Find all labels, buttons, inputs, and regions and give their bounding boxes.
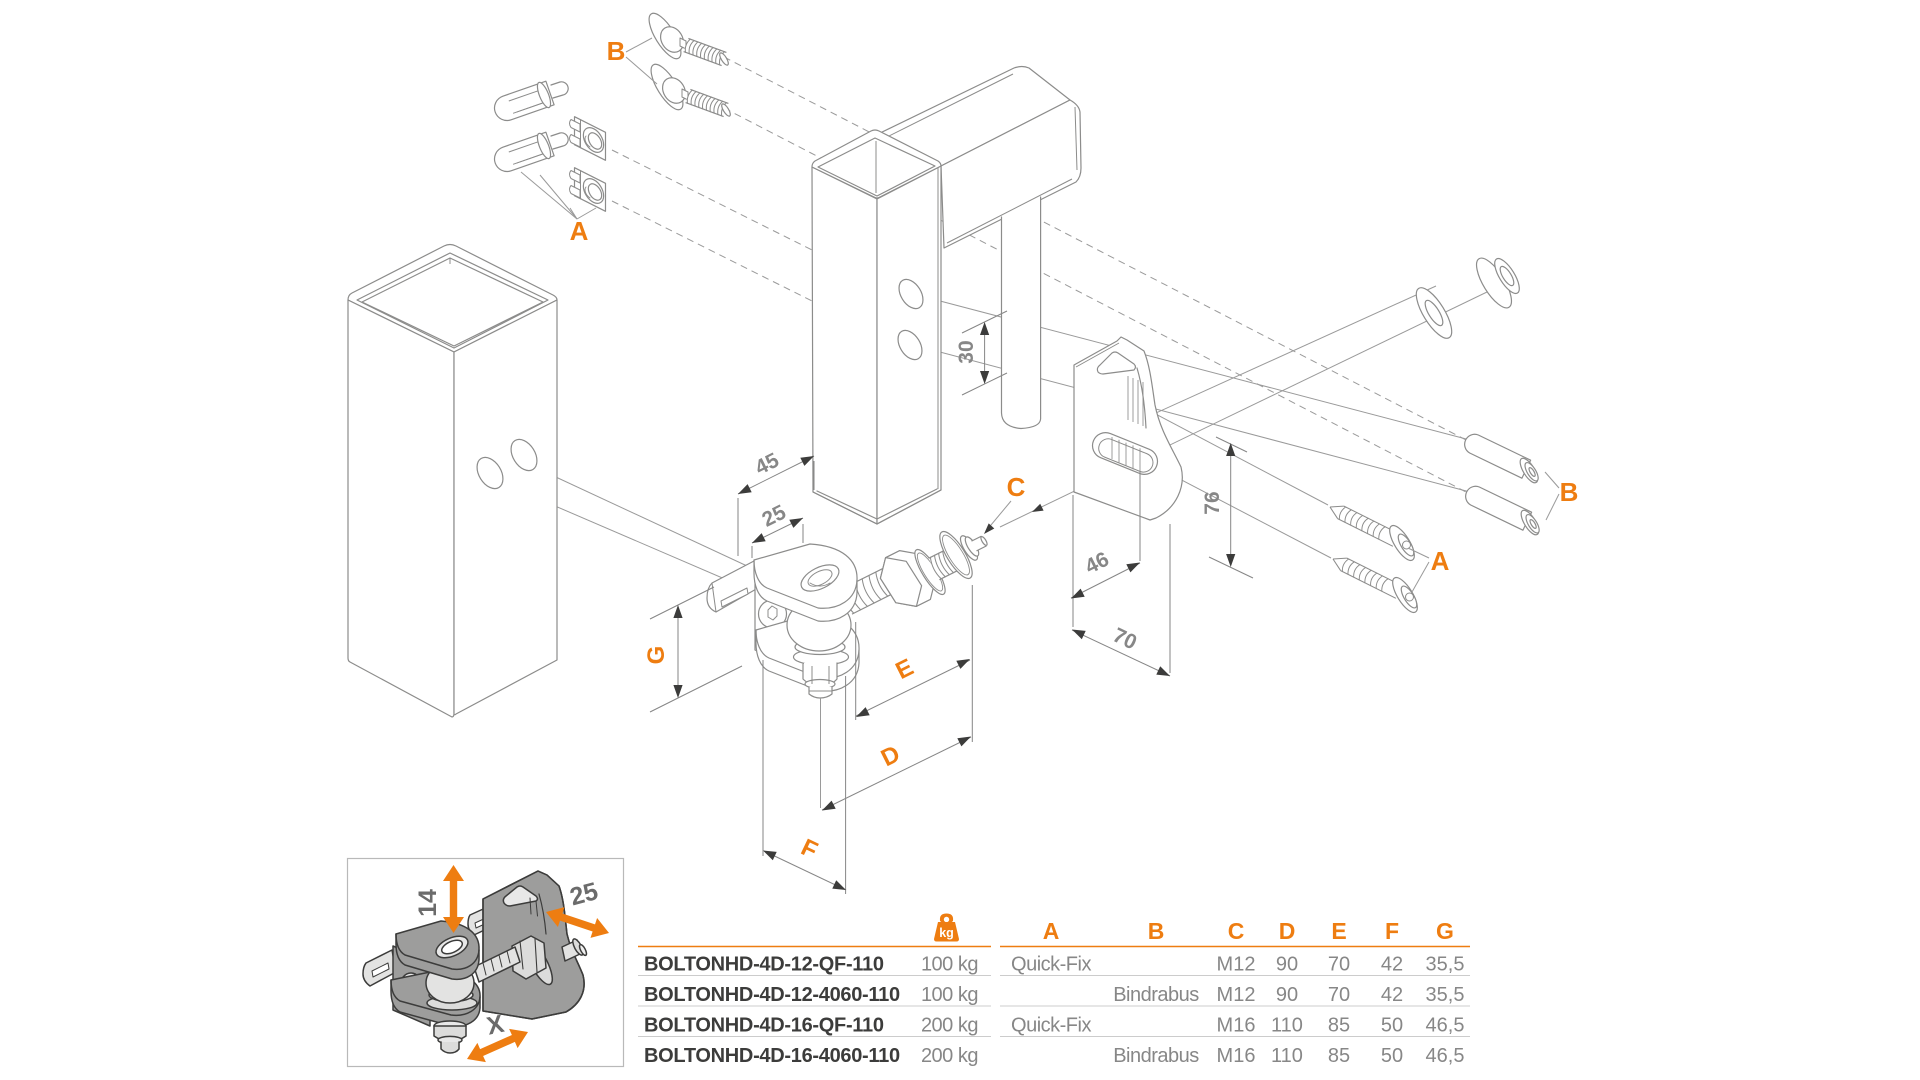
svg-text:A: A — [570, 216, 589, 246]
svg-text:A: A — [1431, 546, 1450, 576]
svg-text:35,5: 35,5 — [1426, 984, 1465, 1006]
svg-text:14: 14 — [414, 889, 442, 917]
svg-text:C: C — [1228, 918, 1245, 944]
svg-text:46,5: 46,5 — [1426, 1045, 1465, 1067]
svg-text:100 kg: 100 kg — [921, 984, 978, 1006]
svg-text:50: 50 — [1381, 1045, 1403, 1067]
svg-text:30: 30 — [955, 340, 978, 363]
svg-text:85: 85 — [1328, 1045, 1350, 1067]
svg-text:90: 90 — [1276, 984, 1298, 1006]
svg-text:X: X — [484, 1010, 506, 1041]
svg-text:B: B — [1148, 918, 1165, 944]
svg-text:70: 70 — [1328, 984, 1350, 1006]
svg-text:BOLTONHD-4D-12-4060-110: BOLTONHD-4D-12-4060-110 — [644, 984, 900, 1006]
svg-text:46,5: 46,5 — [1426, 1015, 1465, 1037]
svg-text:kg: kg — [939, 926, 954, 940]
svg-text:M16: M16 — [1217, 1015, 1256, 1037]
svg-text:E: E — [1331, 918, 1346, 944]
svg-text:Quick-Fix: Quick-Fix — [1011, 954, 1091, 976]
svg-text:BOLTONHD-4D-12-QF-110: BOLTONHD-4D-12-QF-110 — [644, 954, 884, 976]
svg-text:G: G — [643, 646, 670, 665]
svg-text:110: 110 — [1271, 1045, 1303, 1067]
svg-text:Quick-Fix: Quick-Fix — [1011, 1015, 1091, 1037]
svg-text:200 kg: 200 kg — [921, 1045, 978, 1067]
svg-text:35,5: 35,5 — [1426, 954, 1465, 976]
svg-text:BOLTONHD-4D-16-4060-110: BOLTONHD-4D-16-4060-110 — [644, 1045, 900, 1067]
svg-text:D: D — [1279, 918, 1296, 944]
svg-text:B: B — [1560, 477, 1579, 507]
svg-text:90: 90 — [1276, 954, 1298, 976]
svg-text:Bindrabus: Bindrabus — [1113, 984, 1199, 1006]
svg-text:BOLTONHD-4D-16-QF-110: BOLTONHD-4D-16-QF-110 — [644, 1015, 884, 1037]
svg-text:85: 85 — [1328, 1015, 1350, 1037]
svg-text:100 kg: 100 kg — [921, 954, 978, 976]
svg-text:M12: M12 — [1217, 954, 1256, 976]
svg-text:50: 50 — [1381, 1015, 1403, 1037]
svg-text:C: C — [1007, 472, 1026, 502]
svg-text:G: G — [1436, 918, 1454, 944]
svg-text:Bindrabus: Bindrabus — [1113, 1045, 1199, 1067]
svg-text:42: 42 — [1381, 984, 1403, 1006]
svg-text:A: A — [1043, 918, 1060, 944]
svg-text:B: B — [607, 36, 626, 66]
svg-text:76: 76 — [1201, 491, 1224, 514]
svg-text:M12: M12 — [1217, 984, 1256, 1006]
svg-text:70: 70 — [1328, 954, 1350, 976]
svg-text:200 kg: 200 kg — [921, 1015, 978, 1037]
svg-text:42: 42 — [1381, 954, 1403, 976]
svg-text:F: F — [1385, 918, 1399, 944]
svg-text:M16: M16 — [1217, 1045, 1256, 1067]
svg-text:110: 110 — [1271, 1015, 1303, 1037]
